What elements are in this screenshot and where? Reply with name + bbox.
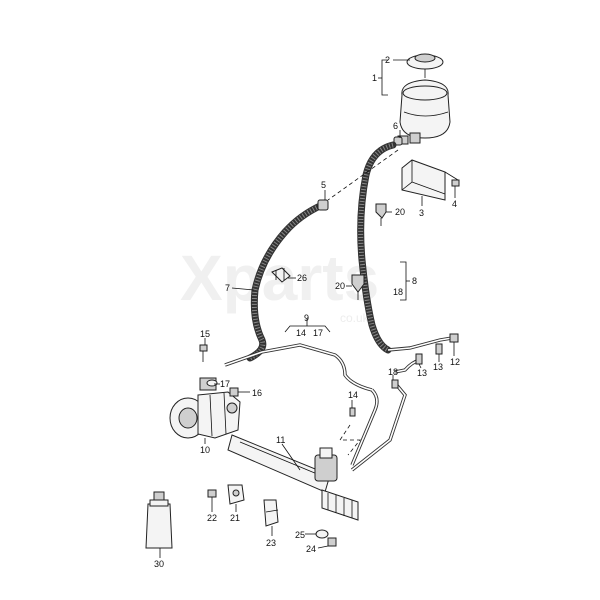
watermark-subtext: co.uk (340, 311, 370, 325)
nut-24 (327, 537, 337, 547)
pressure-line (224, 343, 373, 392)
steering-rack (227, 434, 359, 521)
label-3: 3 (419, 208, 424, 218)
clip-20-upper (375, 203, 387, 226)
label-8: 8 (412, 276, 417, 286)
reservoir-bracket (401, 159, 459, 201)
label-6: 6 (393, 121, 398, 131)
label-12: 12 (450, 357, 460, 367)
label-5: 5 (321, 180, 326, 190)
label-13b: 13 (433, 362, 443, 372)
label-20a: 20 (395, 207, 405, 217)
label-14b: 14 (348, 390, 358, 400)
bolt-12 (449, 333, 459, 352)
connection-dash-1 (327, 149, 399, 201)
label-2: 2 (385, 55, 390, 65)
fitting-16 (229, 387, 239, 397)
label-22: 22 (207, 513, 217, 523)
label-14a: 14 (296, 328, 306, 338)
label-21: 21 (230, 513, 240, 523)
label-18a: 18 (388, 367, 398, 377)
fluid-reservoir (397, 79, 451, 145)
label-15: 15 (200, 329, 210, 339)
label-4: 4 (452, 199, 457, 209)
label-11: 11 (276, 435, 285, 445)
suction-hose (246, 201, 326, 362)
clamp-21 (227, 484, 245, 505)
label-20b: 20 (335, 281, 345, 291)
label-30: 30 (154, 559, 164, 569)
fitting-13b (435, 343, 443, 355)
connection-dash-2 (339, 424, 361, 456)
clamp-5 (317, 199, 329, 211)
bolt-4 (451, 179, 460, 194)
fitting-14 (349, 407, 356, 417)
fitting-18 (391, 379, 399, 389)
label-23: 23 (266, 538, 276, 548)
holder-26 (271, 267, 291, 283)
bolt-15 (199, 344, 208, 362)
label-1: 1 (372, 73, 377, 83)
clamp-6 (393, 136, 403, 146)
label-17b: 17 (313, 328, 323, 338)
bolt-22 (207, 489, 217, 508)
reservoir-cap (406, 53, 444, 78)
label-7: 7 (225, 283, 230, 293)
label-17a: 17 (220, 379, 230, 389)
seal-17-pump (206, 379, 218, 387)
fluid-bottle (145, 491, 173, 549)
label-25: 25 (295, 530, 305, 540)
label-16: 16 (252, 388, 262, 398)
holder-23 (263, 499, 279, 527)
label-13a: 13 (417, 368, 427, 378)
label-24: 24 (306, 544, 316, 554)
rack-return-line (350, 381, 407, 472)
leader-lines (159, 59, 456, 558)
label-26: 26 (297, 273, 307, 283)
return-hose (357, 141, 397, 354)
clip-20-lower (351, 274, 365, 300)
washer-25 (315, 529, 329, 539)
fitting-13a (415, 353, 423, 365)
label-9: 9 (304, 313, 309, 323)
label-18b: 18 (393, 287, 403, 297)
label-10: 10 (200, 445, 210, 455)
